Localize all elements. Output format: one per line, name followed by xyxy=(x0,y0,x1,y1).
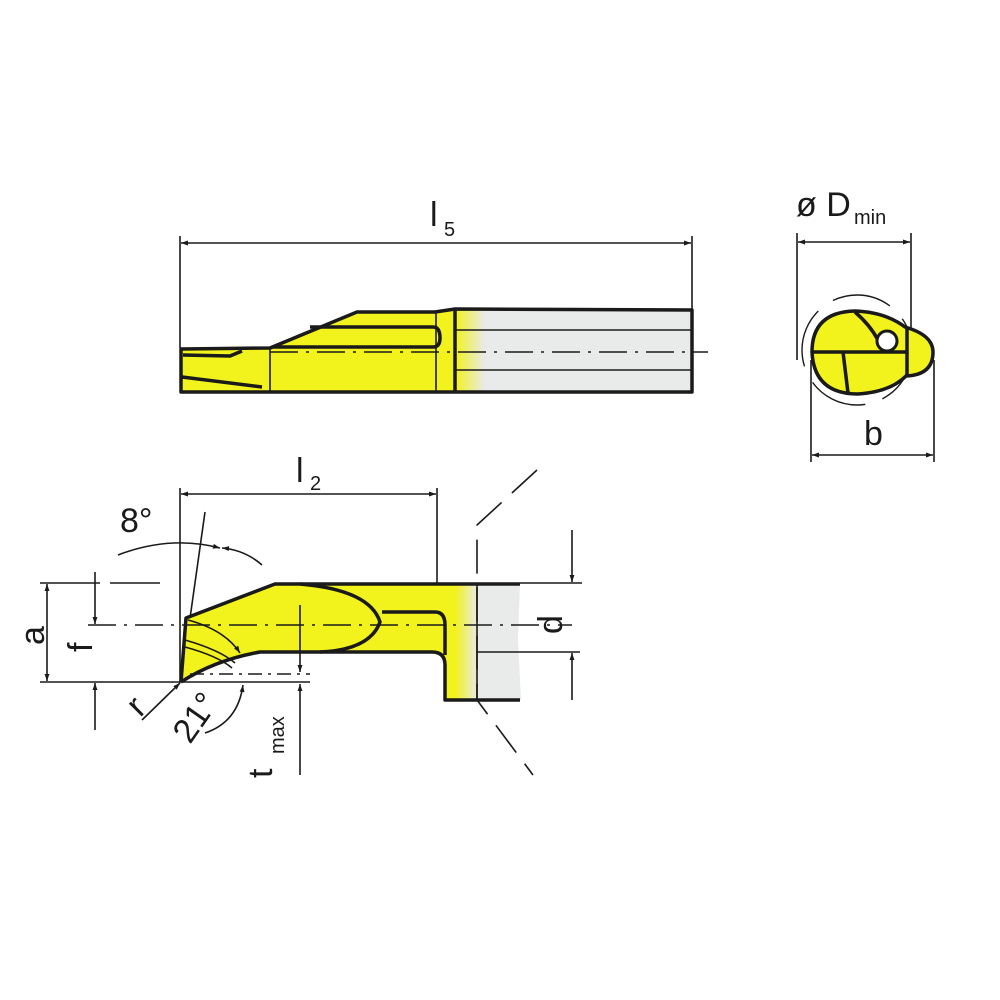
f-label: f xyxy=(62,642,100,652)
tmax-label: t xyxy=(242,768,280,778)
chip-breaker-line xyxy=(182,349,243,358)
l5-subscript: 5 xyxy=(444,219,455,241)
rake-angle-label: 8° xyxy=(120,502,153,540)
shank-body xyxy=(455,310,692,392)
tool-outline xyxy=(179,307,694,394)
tip-angle-label: 21° xyxy=(165,686,226,750)
b-label: b xyxy=(864,415,883,453)
rake-angle-arc xyxy=(117,542,221,556)
coolant-hole xyxy=(875,329,899,353)
coolant-slot-side xyxy=(382,610,447,655)
end-view: ø D min b xyxy=(796,186,935,462)
clearance-contour xyxy=(299,582,382,654)
l2-label: l xyxy=(296,452,304,490)
l2-subscript: 2 xyxy=(310,473,321,495)
coolant-slot xyxy=(272,325,442,349)
a-label: a xyxy=(14,626,52,645)
top-view: l 5 xyxy=(179,196,708,394)
tip-angle-arc xyxy=(204,684,245,734)
d-label: d xyxy=(532,615,570,634)
rake-angle-arc xyxy=(221,546,263,566)
tool-outline-side xyxy=(179,582,520,702)
cutting-edge-line xyxy=(181,375,263,389)
tmax-subscript: max xyxy=(267,716,289,754)
r-label: r xyxy=(119,689,154,724)
dmin-label: ø D xyxy=(796,186,851,224)
break-line xyxy=(476,469,538,776)
dmin-subscript: min xyxy=(854,207,886,229)
side-view: l 2 8° a f d r xyxy=(14,452,582,778)
l5-label: l xyxy=(430,196,438,234)
tip-angle-arc xyxy=(187,619,241,654)
section-line xyxy=(841,351,850,394)
carbide-head xyxy=(181,310,455,392)
r-leader xyxy=(141,682,181,721)
shank-section xyxy=(477,584,521,700)
edge-line xyxy=(184,639,236,669)
